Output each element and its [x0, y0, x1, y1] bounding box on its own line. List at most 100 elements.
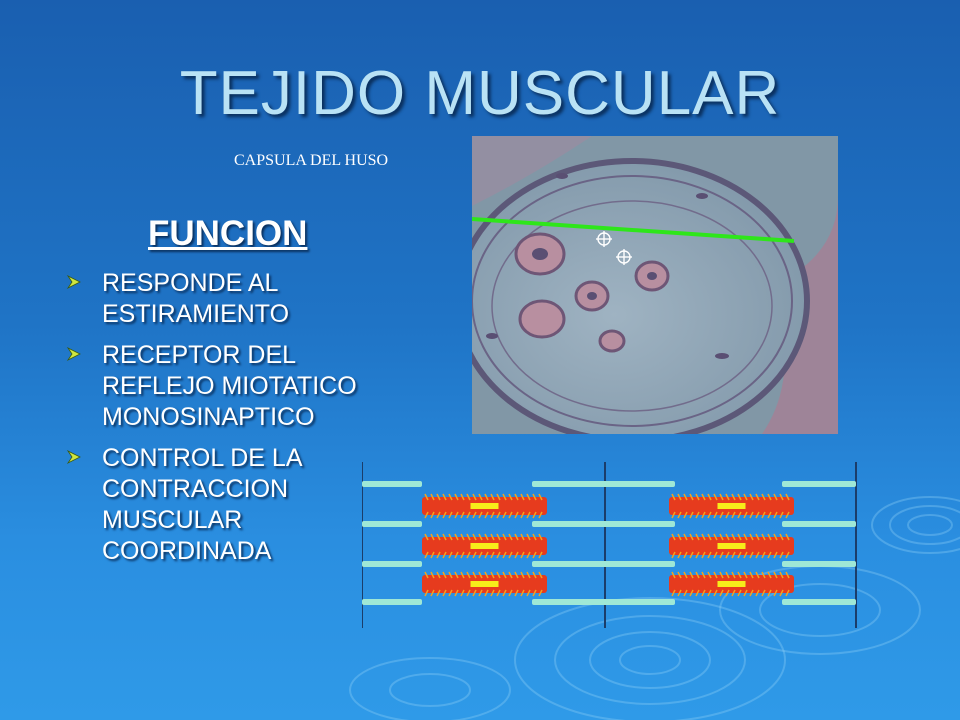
myosin-head	[484, 493, 489, 501]
myosin-head	[743, 551, 748, 559]
actin-filament	[782, 599, 856, 605]
myosin-head	[478, 571, 483, 579]
myosin-head	[761, 511, 766, 519]
myosin-head	[761, 533, 766, 541]
m-line	[470, 543, 499, 549]
myosin-head	[773, 571, 778, 579]
myosin-head	[442, 589, 447, 597]
myosin-head	[677, 533, 682, 541]
myosin-head	[701, 571, 706, 579]
myosin-head	[755, 533, 760, 541]
myosin-head	[436, 571, 441, 579]
myosin-head	[502, 533, 507, 541]
myosin-head	[731, 511, 736, 519]
myosin-head	[424, 511, 429, 519]
muscle-spindle-micrograph	[472, 136, 838, 434]
myosin-head	[526, 493, 531, 501]
myosin-head	[701, 589, 706, 597]
myosin-head	[454, 533, 459, 541]
myosin-head	[436, 493, 441, 501]
myosin-head	[490, 511, 495, 519]
myosin-head	[767, 511, 772, 519]
myosin-head	[442, 533, 447, 541]
image-caption: CAPSULA DEL HUSO	[234, 152, 389, 169]
bullet-text: RECEPTOR DEL REFLEJO MIOTATICO MONOSINAP…	[102, 341, 357, 431]
myosin-head	[719, 511, 724, 519]
myosin-head	[484, 533, 489, 541]
actin-filament	[362, 561, 422, 567]
myosin-head	[430, 589, 435, 597]
actin-filament	[532, 481, 675, 487]
myosin-head	[683, 551, 688, 559]
myosin-head	[719, 533, 724, 541]
myosin-head	[731, 571, 736, 579]
myosin-head	[761, 493, 766, 501]
actin-filament	[532, 521, 675, 527]
myosin-head	[472, 533, 477, 541]
myosin-head	[773, 551, 778, 559]
myosin-head	[460, 511, 465, 519]
myosin-head	[436, 511, 441, 519]
myosin-head	[677, 493, 682, 501]
arrowhead-bullet-icon	[66, 274, 81, 290]
myosin-head	[448, 571, 453, 579]
myosin-head	[508, 551, 513, 559]
myosin-head	[773, 493, 778, 501]
myosin-head	[701, 533, 706, 541]
myosin-head	[695, 589, 700, 597]
myosin-head	[532, 511, 537, 519]
myosin-head	[538, 551, 543, 559]
myosin-head	[448, 511, 453, 519]
myosin-head	[725, 571, 730, 579]
myosin-head	[466, 551, 471, 559]
myosin-head	[472, 571, 477, 579]
m-line	[470, 503, 499, 509]
myosin-head	[707, 571, 712, 579]
myosin-head	[755, 551, 760, 559]
myosin-head	[508, 493, 513, 501]
myosin-head	[526, 533, 531, 541]
myosin-head	[755, 493, 760, 501]
myosin-head	[526, 551, 531, 559]
myosin-head	[472, 511, 477, 519]
myosin-head	[478, 511, 483, 519]
m-line	[717, 543, 746, 549]
myosin-head	[785, 493, 790, 501]
myosin-head	[749, 493, 754, 501]
myosin-head	[430, 493, 435, 501]
myosin-head	[737, 589, 742, 597]
myosin-head	[707, 493, 712, 501]
myosin-head	[490, 493, 495, 501]
myosin-head	[695, 493, 700, 501]
myosin-head	[737, 493, 742, 501]
myosin-head	[671, 551, 676, 559]
myosin-head	[689, 589, 694, 597]
myosin-head	[502, 571, 507, 579]
myosin-head	[460, 589, 465, 597]
myosin-head	[424, 589, 429, 597]
myosin-head	[767, 533, 772, 541]
myosin-head	[695, 511, 700, 519]
arrowhead-bullet-icon	[66, 449, 81, 465]
myosin-head	[779, 551, 784, 559]
myosin-head	[683, 533, 688, 541]
slide-title: TEJIDO MUSCULAR	[179, 59, 781, 128]
myosin-head	[725, 589, 730, 597]
myosin-head	[496, 511, 501, 519]
function-bullet-list: RESPONDE AL ESTIRAMIENTO RECEPTOR DEL RE…	[64, 268, 394, 577]
myosin-head	[743, 511, 748, 519]
myosin-head	[677, 551, 682, 559]
myosin-head	[496, 533, 501, 541]
myosin-head	[520, 533, 525, 541]
myosin-head	[785, 551, 790, 559]
arrowhead-bullet-icon	[66, 346, 81, 362]
myosin-head	[731, 533, 736, 541]
myosin-head	[514, 533, 519, 541]
myosin-head	[454, 589, 459, 597]
myosin-head	[436, 551, 441, 559]
myosin-head	[514, 551, 519, 559]
myosin-head	[448, 589, 453, 597]
myosin-head	[442, 493, 447, 501]
myosin-head	[430, 511, 435, 519]
myosin-head	[713, 511, 718, 519]
